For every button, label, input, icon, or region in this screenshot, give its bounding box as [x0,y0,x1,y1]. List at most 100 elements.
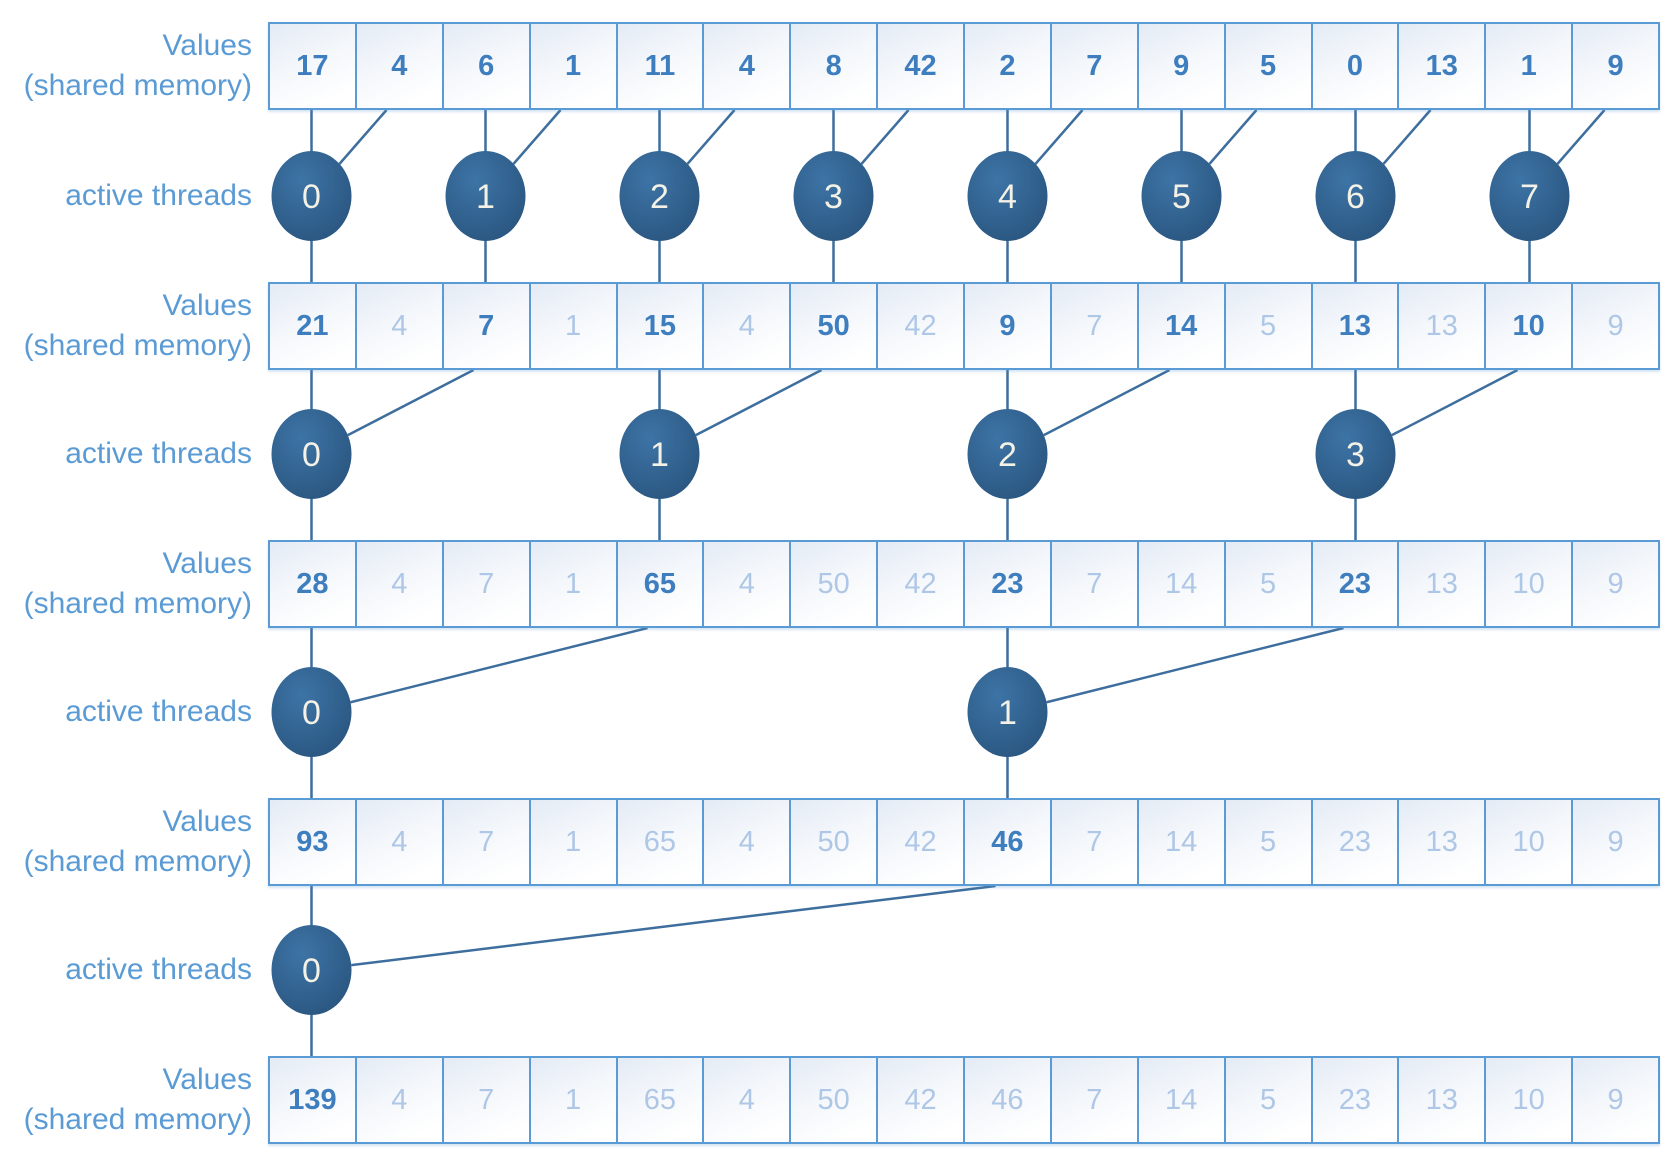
memory-cell: 7 [1051,24,1139,108]
thread-circle-shape [271,925,352,1015]
thread-circle: 2 [967,409,1048,499]
memory-cell: 21 [270,284,357,368]
memory-cell: 14 [1138,542,1226,626]
memory-cell: 5 [1225,24,1313,108]
thread-circle-shape [271,151,352,241]
values-label-line: Values [162,805,252,838]
memory-cell: 7 [443,800,531,884]
memory-cell: 42 [878,24,965,108]
memory-cell: 7 [1051,542,1139,626]
values-label-line: Values [162,29,252,62]
thread-circle-shape [793,151,874,241]
memory-cell: 4 [704,1058,792,1142]
memory-cell: 4 [704,24,792,108]
memory-cell: 10 [1486,1058,1574,1142]
memory-cell: 1 [530,1058,618,1142]
memory-cell: 10 [1486,542,1574,626]
memory-cell: 9 [1573,1058,1658,1142]
thread-diagonal-connector [1556,109,1606,165]
memory-cell: 7 [1051,284,1139,368]
thread-diagonal-connector [1391,368,1519,437]
memory-cell: 10 [1486,284,1574,368]
memory-cell: 13 [1399,24,1487,108]
values-shared-memory-label: Values (shared memory) [0,1056,252,1144]
memory-cell: 50 [791,542,879,626]
memory-cell: 65 [617,542,705,626]
thread-id: 1 [998,694,1017,732]
thread-id: 2 [998,436,1017,474]
memory-cell: 7 [443,542,531,626]
memory-cell: 9 [1573,24,1658,108]
memory-cell: 9 [1573,800,1658,884]
thread-circle: 0 [271,409,352,499]
memory-cell: 4 [356,800,444,884]
values-label-line: Values [162,547,252,580]
memory-cell: 9 [965,284,1052,368]
thread-diagonal-connector [347,368,475,437]
memory-cell: 4 [704,800,792,884]
memory-cell: 7 [443,284,531,368]
shared-memory-label-line: (shared memory) [23,845,252,878]
thread-id: 0 [302,694,321,732]
memory-cell: 7 [1051,1058,1139,1142]
memory-cell: 5 [1225,284,1313,368]
thread-circle-shape [1315,151,1396,241]
shared-memory-label-line: (shared memory) [23,329,252,362]
values-label-line: Values [162,1063,252,1096]
thread-circle-shape [967,151,1048,241]
thread-diagonal-connector [1208,109,1258,165]
thread-diagonal-connector [695,368,823,437]
memory-cell: 13 [1399,1058,1487,1142]
memory-cell: 139 [270,1058,357,1142]
shared-memory-label-line: (shared memory) [23,69,252,102]
thread-circle-shape [619,409,700,499]
memory-cell: 8 [791,24,879,108]
active-threads-label: active threads [0,176,252,216]
thread-circle: 2 [619,151,700,241]
thread-id: 7 [1520,178,1539,216]
thread-circle-shape [271,409,352,499]
memory-cell: 6 [443,24,531,108]
memory-cell: 42 [878,1058,965,1142]
memory-cell: 42 [878,284,965,368]
memory-cell: 0 [1312,24,1400,108]
thread-circle: 7 [1489,151,1570,241]
memory-cell: 1 [530,284,618,368]
thread-id: 1 [650,436,669,474]
thread-circle-shape [619,151,700,241]
active-threads-label-text: active threads [65,437,252,470]
thread-diagonal-connector [350,626,648,704]
memory-cell: 50 [791,800,879,884]
memory-cell: 4 [356,24,444,108]
thread-id: 5 [1172,178,1191,216]
memory-cell: 1 [530,542,618,626]
memory-cell: 65 [617,1058,705,1142]
memory-cell: 5 [1225,542,1313,626]
thread-circle-shape [445,151,526,241]
values-shared-memory-label: Values(shared memory) [0,282,252,370]
thread-diagonal-connector [1034,109,1084,165]
values-shared-memory-label: Values (shared memory) [0,798,252,886]
memory-cell: 42 [878,542,965,626]
thread-id: 2 [650,178,669,216]
thread-circle-shape [967,667,1048,757]
memory-cell: 28 [270,542,357,626]
shared-memory-label-line: (shared memory) [23,1103,252,1136]
memory-cell: 17 [270,24,357,108]
memory-cell: 5 [1225,800,1313,884]
active-threads-label: active threads [0,950,252,990]
thread-circle: 5 [1141,151,1222,241]
active-threads-label-text: active threads [65,953,252,986]
memory-cell: 7 [443,1058,531,1142]
thread-id: 0 [302,436,321,474]
memory-cell: 1 [530,800,618,884]
active-threads-label-text: active threads [65,695,252,728]
memory-cell: 23 [1312,800,1400,884]
thread-id: 0 [302,178,321,216]
thread-diagonal-connector [686,109,736,165]
thread-id: 6 [1346,178,1365,216]
memory-cell: 9 [1573,542,1658,626]
